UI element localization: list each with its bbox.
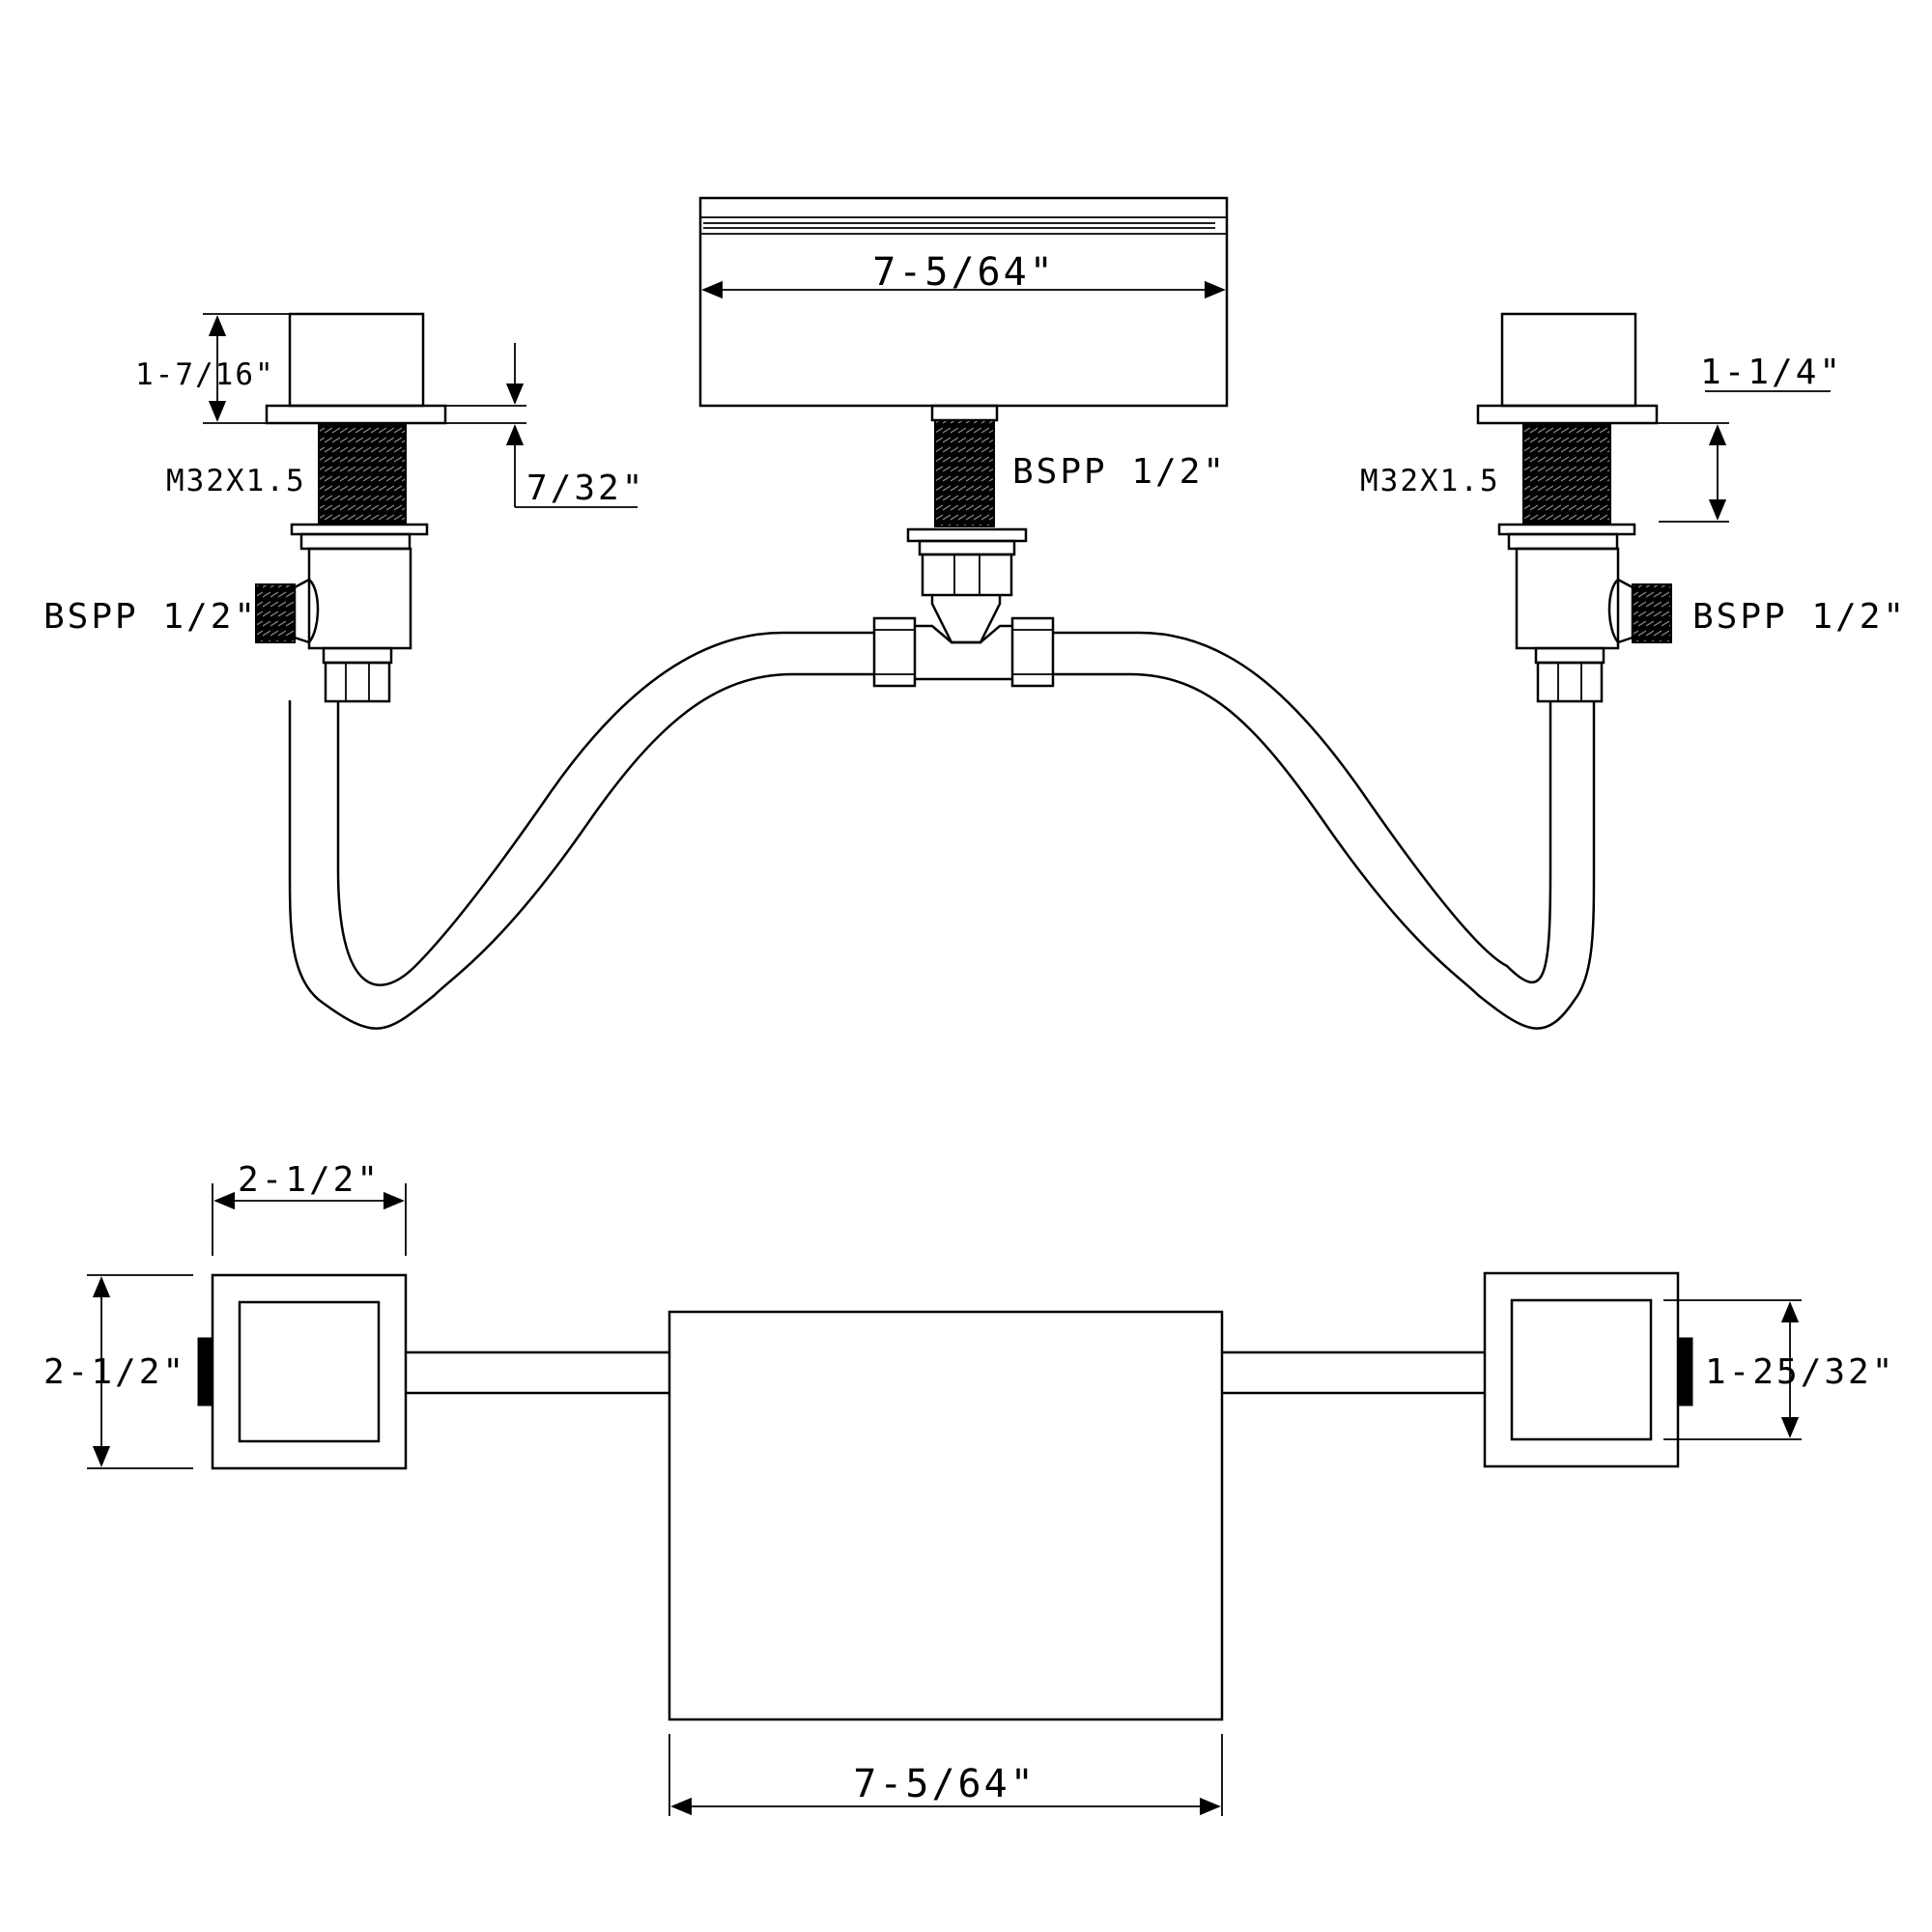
spout-thread-label: BSPP 1/2" xyxy=(1012,452,1227,492)
left-valve xyxy=(255,312,447,703)
left-handle-width-label: 2-1/2" xyxy=(238,1160,381,1200)
left-handle-depth-label: 2-1/2" xyxy=(43,1352,186,1392)
right-valve xyxy=(1476,312,1672,703)
spout-body xyxy=(698,196,1229,408)
left-deck-plate xyxy=(265,404,447,425)
right-handle-top xyxy=(1483,1271,1693,1468)
left-inlet-nipple xyxy=(255,583,296,643)
left-handle-height-dimension: 1-7/16" xyxy=(135,313,290,424)
right-shank-length-dimension: 1-1/4" xyxy=(1657,353,1843,523)
right-valve-body xyxy=(1515,547,1620,650)
spout-top-width-label: 7-5/64" xyxy=(853,1762,1037,1806)
left-plate-thickness-dimension: 7/32" xyxy=(445,343,645,508)
left-handle-top xyxy=(197,1273,408,1470)
right-handle-cap xyxy=(1500,312,1637,408)
plan-view: 2-1/2" 2-1/2" 7-5/64" xyxy=(43,1160,1895,1816)
plan-pipes xyxy=(406,1350,1485,1395)
left-thread-label: M32X1.5 xyxy=(166,464,306,498)
right-deck-plate xyxy=(1476,404,1659,425)
spout-width-dimension: 7-5/64" xyxy=(701,250,1226,299)
left-plate-thickness-label: 7/32" xyxy=(526,469,645,508)
left-handle-height-label: 1-7/16" xyxy=(135,357,275,392)
water-pipe xyxy=(288,631,1596,1030)
left-valve-body xyxy=(307,547,412,650)
right-inlet-nipple xyxy=(1632,583,1672,643)
spout-shank xyxy=(906,404,1028,644)
right-shank-length-label: 1-1/4" xyxy=(1700,353,1843,392)
right-inner-square-dimension: 1-25/32" xyxy=(1663,1299,1895,1440)
right-inner-square-label: 1-25/32" xyxy=(1705,1352,1895,1392)
spout-top xyxy=(668,1310,1224,1721)
left-handle-depth-dimension: 2-1/2" xyxy=(43,1274,193,1469)
left-inlet-label: BSPP 1/2" xyxy=(43,597,258,637)
spout-top-width-dimension: 7-5/64" xyxy=(668,1734,1223,1816)
left-handle-cap xyxy=(288,312,425,408)
spout-width-label: 7-5/64" xyxy=(872,250,1056,295)
right-thread-label: M32X1.5 xyxy=(1360,464,1500,498)
tee-fitting xyxy=(872,616,1055,688)
right-inlet-label: BSPP 1/2" xyxy=(1692,597,1907,637)
elevation-view: 7-5/64" BSPP 1/2" xyxy=(43,196,1907,1030)
left-handle-width-dimension: 2-1/2" xyxy=(212,1160,407,1256)
